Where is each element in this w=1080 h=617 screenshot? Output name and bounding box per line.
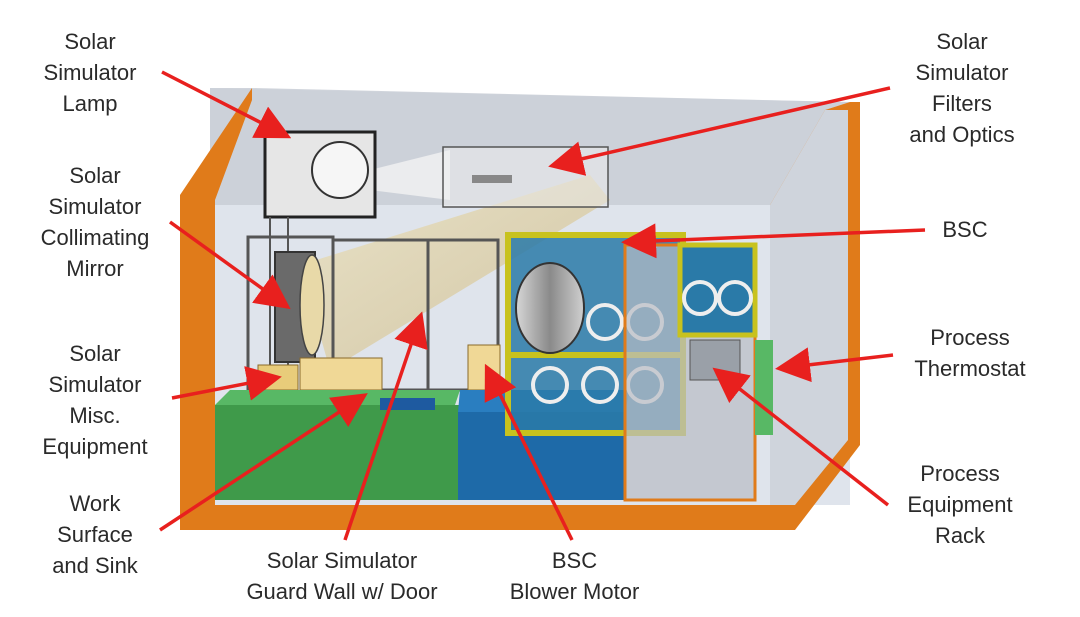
rack-port-2 bbox=[717, 280, 753, 316]
label-line: Thermostat bbox=[914, 356, 1026, 381]
process-equipment-rack bbox=[623, 242, 773, 502]
thermostat-panel bbox=[755, 340, 773, 435]
optics-tube bbox=[442, 146, 609, 208]
rack-equipment bbox=[689, 339, 741, 381]
arrow-filters bbox=[548, 86, 891, 176]
label-line: Mirror bbox=[66, 256, 124, 281]
label-line: Equipment bbox=[42, 434, 148, 459]
work-surface-front bbox=[215, 405, 460, 500]
arrow-sink bbox=[159, 393, 368, 532]
label-line: Solar bbox=[69, 163, 121, 188]
label-line: Simulator bbox=[915, 60, 1009, 85]
arrow-bsc bbox=[621, 223, 926, 259]
label-line: Simulator bbox=[43, 60, 137, 85]
glove-port-3 bbox=[531, 366, 569, 404]
label-line: Guard Wall w/ Door bbox=[246, 579, 438, 604]
callout-arrows bbox=[159, 70, 926, 541]
beam-from-lamp bbox=[370, 150, 450, 200]
label-line: Simulator bbox=[48, 372, 142, 397]
solar-simulator-lamp bbox=[263, 130, 377, 480]
label-line: BSC bbox=[551, 548, 598, 573]
misc-box-2 bbox=[299, 357, 383, 391]
label-line: Simulator bbox=[48, 194, 142, 219]
label-line: Surface bbox=[57, 522, 133, 547]
arrow-thermostat bbox=[775, 347, 894, 383]
label-line: Equipment bbox=[907, 492, 1013, 517]
label-line: Collimating bbox=[40, 225, 150, 250]
enclosure-left-wall bbox=[180, 88, 252, 525]
label-line: Solar bbox=[69, 341, 121, 366]
arrow-blower bbox=[484, 363, 574, 541]
rack-upper-bay bbox=[677, 242, 758, 338]
label-line: Solar Simulator bbox=[266, 548, 418, 573]
arrow-guard bbox=[343, 311, 428, 541]
label-bsc: BSC bbox=[925, 214, 1005, 245]
glove-port-1 bbox=[586, 303, 624, 341]
arrow-misc bbox=[171, 366, 282, 401]
label-line: Process bbox=[920, 461, 1000, 486]
label-line: Misc. bbox=[69, 403, 121, 428]
label-line: Lamp bbox=[62, 91, 118, 116]
beam-collimated bbox=[300, 175, 610, 370]
label-bsc-blower-motor: BSC Blower Motor bbox=[492, 545, 657, 607]
filters-and-optics bbox=[442, 146, 609, 208]
rack-port-1 bbox=[682, 280, 718, 316]
label-line: Blower Motor bbox=[509, 579, 640, 604]
collimating-mirror bbox=[274, 251, 325, 363]
label-line: and Optics bbox=[909, 122, 1015, 147]
label-line: Process bbox=[930, 325, 1010, 350]
label-line: BSC bbox=[942, 217, 988, 242]
label-line: Work bbox=[69, 491, 121, 516]
light-beam bbox=[300, 150, 610, 370]
enclosure-inner-side bbox=[770, 110, 848, 505]
label-line: Filters bbox=[932, 91, 992, 116]
lamp-bulb bbox=[311, 141, 369, 199]
optics-filter bbox=[472, 175, 512, 183]
mirror-surface bbox=[299, 254, 325, 356]
label-line: Solar bbox=[936, 29, 988, 54]
enclosure-floor bbox=[180, 505, 795, 530]
bsc-drum bbox=[515, 262, 585, 354]
glove-port-4 bbox=[581, 366, 619, 404]
work-surface bbox=[215, 390, 460, 500]
label-line: Solar bbox=[64, 29, 116, 54]
arrow-rack bbox=[712, 367, 890, 507]
arrow-mirror bbox=[168, 220, 291, 310]
misc-box-1 bbox=[257, 364, 299, 391]
label-line: and Sink bbox=[52, 553, 138, 578]
arrow-lamp bbox=[161, 70, 292, 139]
label-line: Rack bbox=[934, 523, 986, 548]
